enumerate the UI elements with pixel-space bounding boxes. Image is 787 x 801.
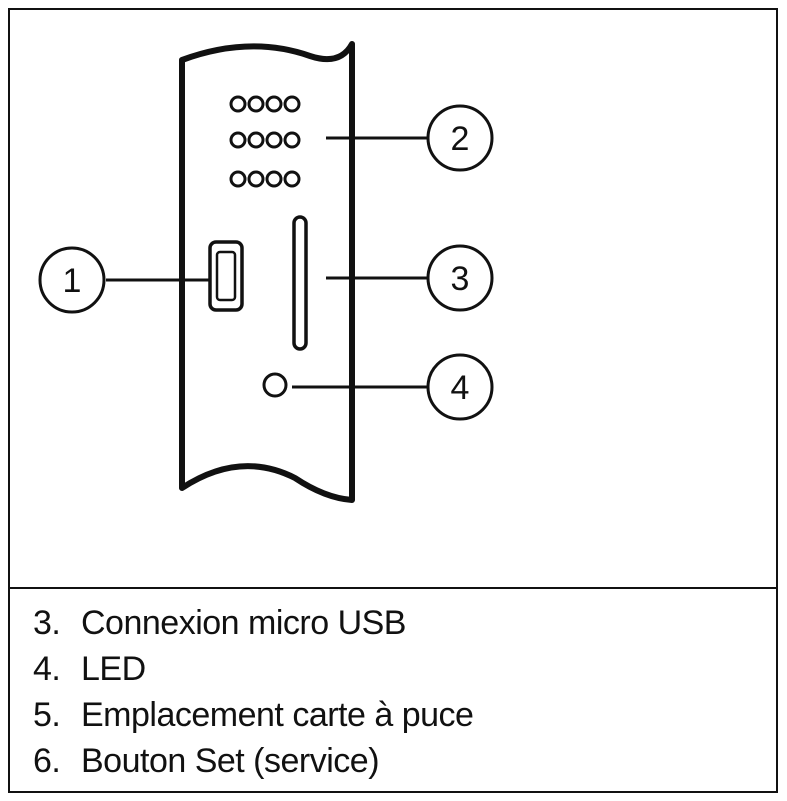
section-divider: [10, 587, 776, 589]
callout-2: 2: [426, 104, 494, 172]
legend-item-number: 5.: [33, 696, 61, 734]
callout-2-label: 2: [451, 120, 470, 158]
card-slot: [292, 215, 308, 351]
callout-1-label: 1: [63, 262, 82, 300]
callout-1: 1: [38, 246, 106, 314]
figure-frame: 1 2 3 4 3. Connexion micro USB 4. LED 5. Em…: [8, 8, 778, 793]
legend: 3. Connexion micro USB 4. LED 5. Emplacemen…: [10, 590, 776, 790]
legend-item: 5. Emplacement carte à puce: [33, 696, 474, 735]
set-button: [262, 372, 288, 398]
callout-4: 4: [426, 353, 494, 421]
callout-3-label: 3: [451, 260, 470, 298]
callout-4-label: 4: [451, 369, 470, 407]
callout-3: 3: [426, 244, 494, 312]
legend-item-number: 4.: [33, 650, 61, 688]
legend-item: 6. Bouton Set (service): [33, 742, 380, 781]
legend-item-label: Bouton Set (service): [81, 742, 380, 780]
legend-item: 3. Connexion micro USB: [33, 604, 406, 643]
micro-usb-port: [208, 240, 244, 312]
device-housing: [179, 41, 355, 503]
legend-item-label: LED: [81, 650, 146, 688]
led-array: [229, 95, 301, 188]
device-diagram: 1 2 3 4: [10, 10, 776, 587]
legend-item-number: 3.: [33, 604, 61, 642]
device-illustration: 1 2 3 4: [38, 41, 494, 503]
legend-item: 4. LED: [33, 650, 146, 689]
legend-item-number: 6.: [33, 742, 61, 780]
legend-item-label: Connexion micro USB: [81, 604, 406, 642]
legend-item-label: Emplacement carte à puce: [81, 696, 474, 734]
